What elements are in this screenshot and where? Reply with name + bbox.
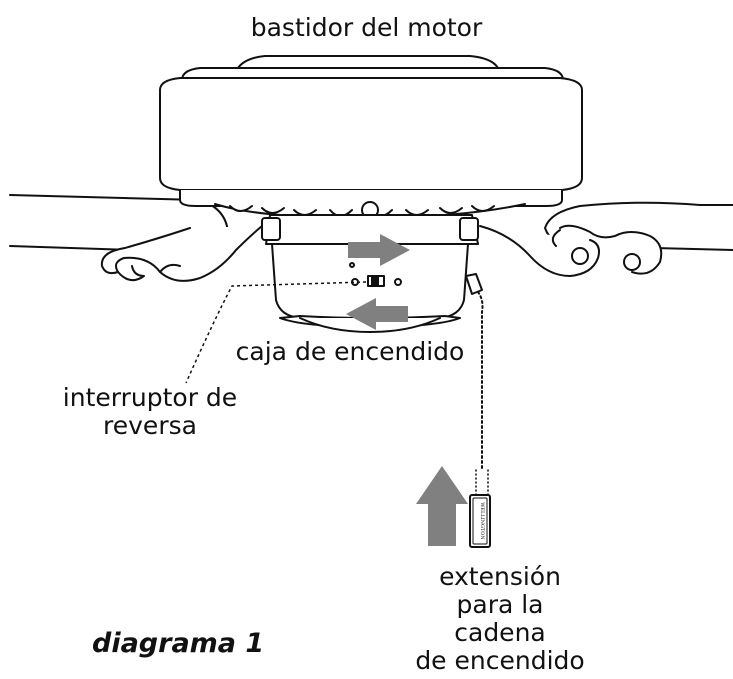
- up-arrow-icon: [416, 466, 468, 546]
- motor-housing-label: bastidor del motor: [250, 13, 483, 42]
- pull-chain-extension-label: extensión para la cadena de encendido: [380, 563, 620, 675]
- pull-chain: [465, 273, 489, 541]
- pull-chain-label-line: de encendido: [415, 646, 585, 675]
- diagram-title: diagrama 1: [92, 628, 265, 659]
- left-blade: [9, 194, 263, 282]
- reverse-switch-leader: [185, 281, 367, 384]
- reverse-switch-label-line: reversa: [103, 411, 197, 440]
- chain-pendant: [469, 494, 491, 548]
- reverse-switch-label: interruptor de reversa: [30, 384, 270, 440]
- pull-chain-label-line: extensión: [439, 562, 561, 591]
- motor-housing: [159, 55, 583, 207]
- left-arrow-icon: [346, 298, 408, 330]
- switch-housing: [261, 214, 479, 333]
- pull-chain-label-line: cadena: [454, 618, 546, 647]
- pull-chain-label-line: para la: [456, 590, 544, 619]
- reverse-switch-label-line: interruptor de: [62, 383, 238, 412]
- right-blade: [479, 201, 733, 277]
- pendant-brand: WELLINGTON: [479, 502, 485, 540]
- right-arrow-icon: [348, 234, 410, 266]
- switch-housing-label: caja de encendido: [235, 337, 465, 366]
